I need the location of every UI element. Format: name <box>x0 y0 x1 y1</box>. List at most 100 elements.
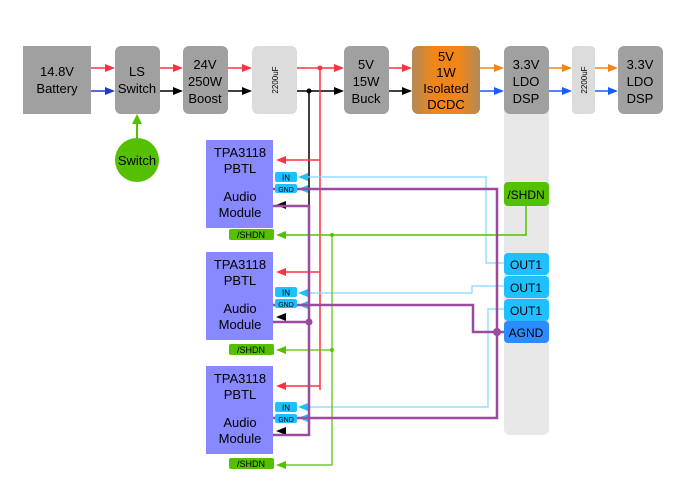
dsp-agnd-pin: AGND <box>504 321 549 343</box>
label: Battery <box>36 81 78 96</box>
wire <box>307 308 504 408</box>
module-label: Module <box>219 205 262 220</box>
gnd-pin <box>275 414 297 423</box>
wire <box>286 235 333 466</box>
shdn-pin <box>229 344 274 355</box>
gnd-pin <box>275 299 297 308</box>
arrow-icon <box>276 346 286 354</box>
label: DCDC <box>427 97 465 112</box>
arrow-icon <box>494 64 504 72</box>
arrow-icon <box>562 87 572 95</box>
shdn-pin <box>229 229 274 240</box>
label: 3.3V <box>627 57 654 72</box>
wire <box>307 176 504 264</box>
ls-switch-block: LS Switch <box>115 46 160 114</box>
label: 250W <box>188 74 223 89</box>
label: Switch <box>118 81 156 96</box>
label: 2200uF <box>271 66 280 93</box>
ldo-dsp-block-2: 3.3V LDO DSP <box>618 46 663 114</box>
ground-wire <box>270 303 504 334</box>
module-label: Audio <box>223 189 256 204</box>
arrow-icon <box>334 64 344 72</box>
arrow-icon <box>298 289 308 297</box>
junction-dot <box>493 328 501 336</box>
audio-modules: TPA3118PBTLAudioModuleINGND/SHDNTPA3118P… <box>206 140 297 469</box>
shdn-pin <box>229 458 274 469</box>
arrow-icon <box>173 87 183 95</box>
label: 14.8V <box>40 64 74 79</box>
arrow-icon <box>276 231 286 239</box>
capacitor-1: 2200uF <box>252 46 297 114</box>
in-pin <box>275 287 297 297</box>
module-label: TPA3118 <box>214 145 266 160</box>
module-label: Module <box>219 431 262 446</box>
label: IN <box>282 289 290 298</box>
label: 24V <box>193 57 216 72</box>
label: Boost <box>188 91 222 106</box>
arrow-icon <box>276 382 286 390</box>
arrow-icon <box>276 156 286 164</box>
arrow-icon <box>242 87 252 95</box>
label: DSP <box>513 91 540 106</box>
label: /SHDN <box>237 230 265 240</box>
dsp-out1-pin-2: OUT1 <box>504 276 549 298</box>
arrow-icon <box>608 64 618 72</box>
arrow-icon <box>276 268 286 276</box>
label: /SHDN <box>507 188 544 202</box>
label: OUT1 <box>510 304 542 318</box>
arrow-icon <box>242 64 252 72</box>
arrow-icon <box>298 173 308 181</box>
label: GND <box>278 187 294 194</box>
module-label: Audio <box>223 415 256 430</box>
arrow-icon <box>562 64 572 72</box>
junction-dot <box>330 348 334 352</box>
module-label: Audio <box>223 301 256 316</box>
buck-block: 5V 15W Buck <box>344 46 389 114</box>
label: IN <box>282 404 290 413</box>
module-label: TPA3118 <box>214 257 266 272</box>
arrow-icon <box>608 87 618 95</box>
arrow-icon <box>276 427 286 435</box>
boost-block: 24V 250W Boost <box>183 46 228 114</box>
in-pin <box>275 172 297 182</box>
module-label: PBTL <box>224 273 257 288</box>
dsp-out1-pin-3: OUT1 <box>504 299 549 321</box>
module-label: TPA3118 <box>214 371 266 386</box>
label: Isolated <box>423 81 469 96</box>
capacitor-2: 2200uF <box>572 46 595 114</box>
label: 2200uF <box>580 66 589 93</box>
arrow-icon <box>402 64 412 72</box>
label: /SHDN <box>237 345 265 355</box>
ground-wire <box>268 189 499 437</box>
label: LDO <box>627 74 654 89</box>
dsp-shdn-pin: /SHDN <box>504 182 549 206</box>
battery-block: 14.8V Battery <box>23 46 91 114</box>
gnd-pin <box>275 184 297 193</box>
arrow-icon <box>276 313 286 321</box>
label: Switch <box>118 153 156 168</box>
junction-dot <box>305 318 313 326</box>
arrow-icon <box>105 87 115 95</box>
dsp-out1-pin-1: OUT1 <box>504 253 549 275</box>
wire <box>307 285 504 294</box>
label: AGND <box>509 326 544 340</box>
arrow-icon <box>298 403 308 411</box>
arrow-icon <box>276 461 286 469</box>
label: LS <box>129 64 145 79</box>
label: GND <box>278 417 294 424</box>
arrow-icon <box>402 87 412 95</box>
label: 1W <box>436 65 456 80</box>
module-label: PBTL <box>224 387 257 402</box>
ldo-dsp-block-1: 3.3V LDO DSP <box>504 46 549 114</box>
in-pin <box>275 402 297 412</box>
switch-button[interactable]: Switch <box>115 114 159 182</box>
label: 15W <box>353 74 380 89</box>
module-label: PBTL <box>224 161 257 176</box>
label: OUT1 <box>510 281 542 295</box>
module-label: Module <box>219 317 262 332</box>
label: LDO <box>513 74 540 89</box>
arrow-icon <box>334 87 344 95</box>
